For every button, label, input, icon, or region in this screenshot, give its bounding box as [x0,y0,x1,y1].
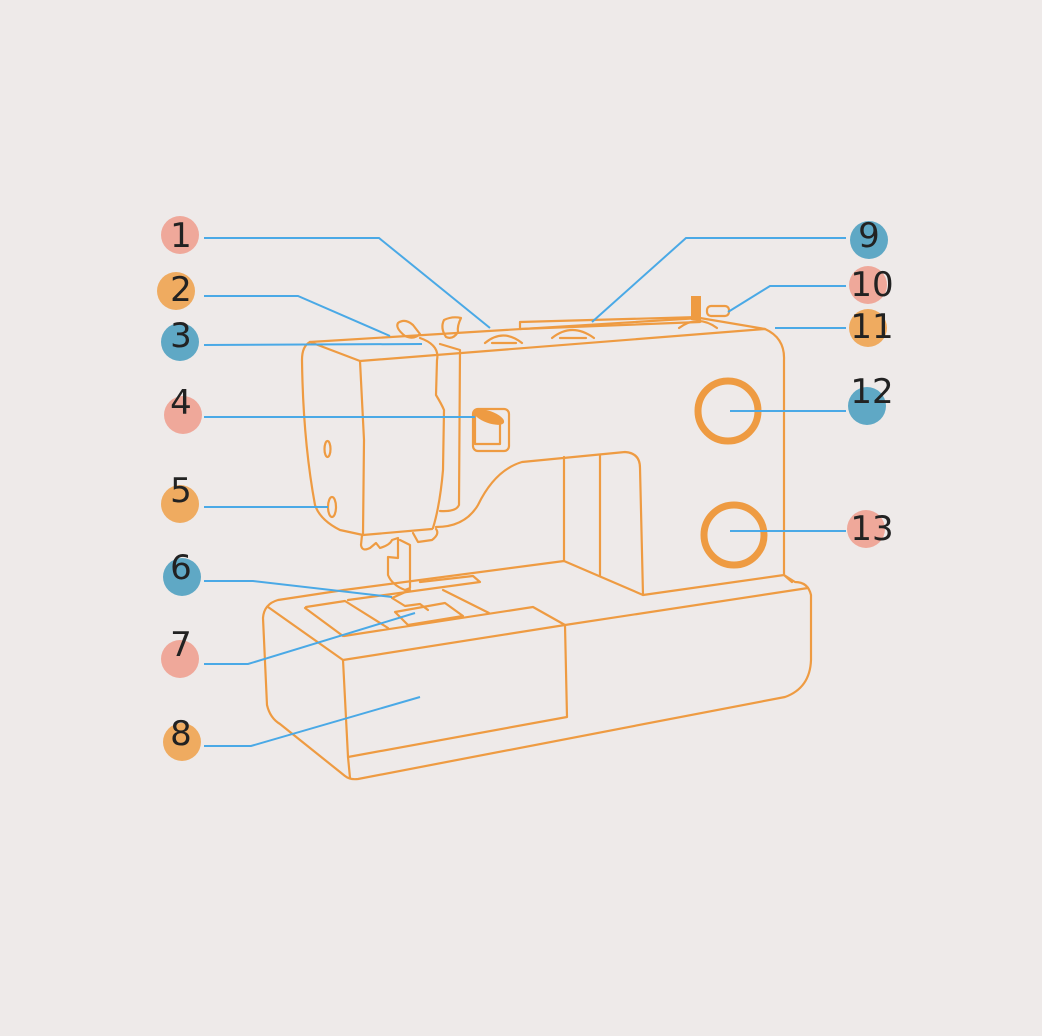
leader-line-10 [727,285,846,313]
callout-dot-5 [161,485,199,523]
callout-markers: 1 2 3 4 5 6 7 8 9 10 11 12 13 [157,216,894,761]
callout-label-8: 8 [170,714,192,754]
leader-line-8 [204,696,421,747]
sewing-machine-illustration [261,296,813,781]
leader-line-2 [204,295,391,337]
callout-label-9: 9 [858,216,880,256]
leader-line-3 [203,343,423,346]
callout-dot-13 [847,510,885,548]
callout-label-1: 1 [170,216,192,256]
callout-label-4: 4 [170,383,192,423]
callout-label-10: 10 [850,265,893,305]
callout-dot-8 [163,723,201,761]
callout-dot-2 [157,272,195,310]
leader-lines [203,237,846,747]
callout-label-5: 5 [170,471,192,511]
callout-label-13: 13 [850,509,893,549]
leader-line-6 [204,580,393,598]
callout-dot-7 [161,640,199,678]
leader-line-7 [204,612,416,665]
callout-label-3: 3 [170,316,192,356]
callout-label-7: 7 [170,625,192,665]
callout-label-6: 6 [170,548,192,588]
callout-dot-10 [849,266,887,304]
callout-label-11: 11 [850,307,893,347]
leader-line-1 [204,237,491,329]
callout-dot-1 [161,216,199,254]
callout-dot-11 [849,309,887,347]
callout-dot-9 [850,221,888,259]
callout-dot-3 [161,323,199,361]
leader-line-9 [591,237,846,323]
callout-label-12: 12 [850,372,893,412]
callout-label-2: 2 [170,270,192,310]
callout-dot-12 [848,387,886,425]
callout-dot-4 [164,396,202,434]
callout-dot-6 [163,558,201,596]
